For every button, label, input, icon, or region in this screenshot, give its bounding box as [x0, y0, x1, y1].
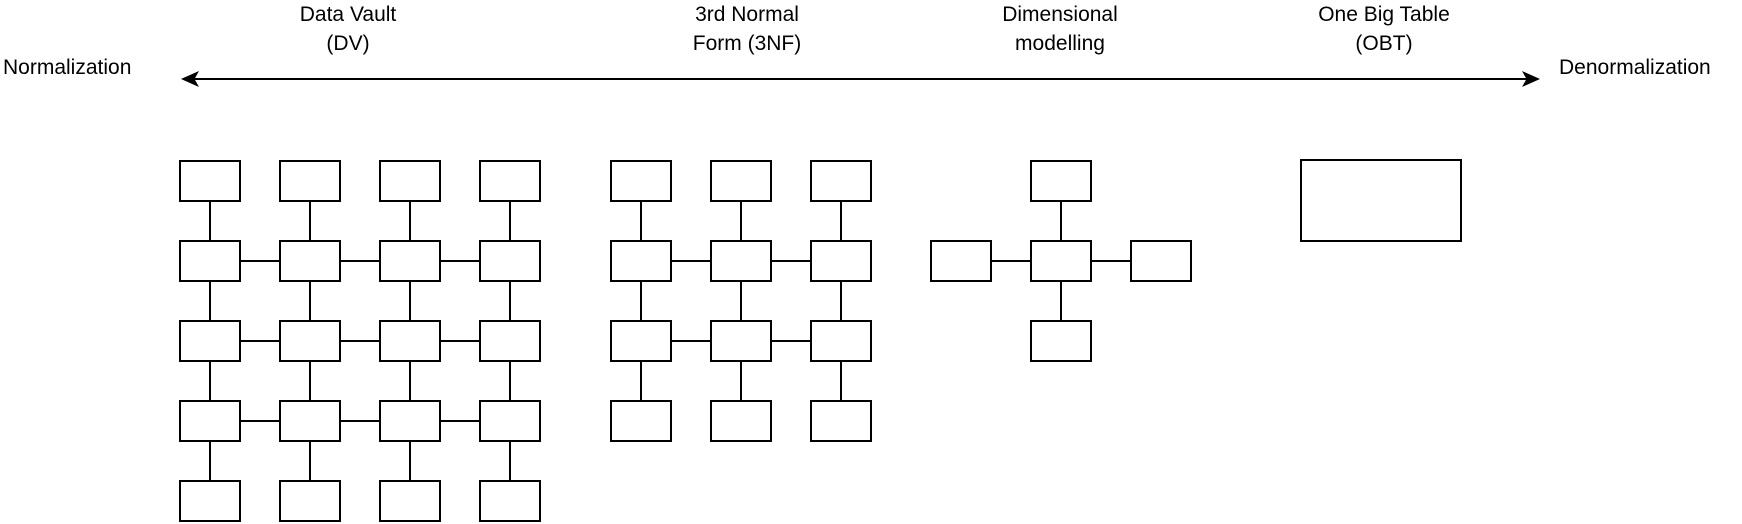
- dimensional-modelling-label-line2: modelling: [1015, 32, 1105, 55]
- third-normal-form-table: [810, 320, 872, 362]
- data-vault-table: [479, 160, 541, 202]
- dimensional-modelling-dimension-table: [930, 240, 992, 282]
- dimensional-modelling-dimension-table: [1030, 320, 1092, 362]
- third-normal-form-table: [610, 320, 672, 362]
- data-vault-table: [179, 400, 241, 442]
- dimensional-modelling-dimension-table: [1130, 240, 1192, 282]
- data-vault-table: [179, 320, 241, 362]
- dimensional-modelling-label-line1: Dimensional: [1002, 3, 1118, 26]
- third-normal-form-table: [710, 400, 772, 442]
- arrowhead-right-icon: [1522, 71, 1540, 87]
- data-vault-label-line1: Data Vault: [300, 3, 397, 26]
- normalization-label: Normalization: [3, 56, 131, 79]
- third-normal-form-label-line2: Form (3NF): [693, 32, 802, 55]
- data-vault-table: [379, 160, 441, 202]
- data-vault-table: [279, 480, 341, 522]
- third-normal-form-table: [610, 160, 672, 202]
- data-vault-table: [279, 320, 341, 362]
- diagram-shapes: [179, 159, 1462, 522]
- approach-labels: Data Vault (DV) 3rd Normal Form (3NF) Di…: [300, 3, 1450, 55]
- one-big-table-label-line1: One Big Table: [1318, 3, 1450, 26]
- third-normal-form-table: [810, 240, 872, 282]
- third-normal-form-label-line1: 3rd Normal: [695, 3, 799, 26]
- data-vault-table: [179, 480, 241, 522]
- one-big-table-label-line2: (OBT): [1355, 32, 1412, 55]
- data-vault-table: [179, 160, 241, 202]
- dimensional-modelling-fact-table: [1030, 240, 1092, 282]
- data-vault-table: [479, 240, 541, 282]
- data-vault-table: [279, 240, 341, 282]
- third-normal-form-table: [710, 240, 772, 282]
- data-vault-table: [479, 320, 541, 362]
- axis-arrow: [181, 71, 1540, 87]
- data-vault-table: [379, 400, 441, 442]
- data-vault-table: [479, 480, 541, 522]
- data-vault-label-line2: (DV): [326, 32, 369, 55]
- data-vault-table: [279, 400, 341, 442]
- arrowhead-left-icon: [181, 71, 199, 87]
- data-vault-table: [379, 480, 441, 522]
- third-normal-form-table: [810, 400, 872, 442]
- data-vault-table: [279, 160, 341, 202]
- data-vault-table: [479, 400, 541, 442]
- dimensional-modelling-dimension-table: [1030, 160, 1092, 202]
- third-normal-form-table: [810, 160, 872, 202]
- data-vault-table: [179, 240, 241, 282]
- one-big-table-table: [1300, 159, 1462, 242]
- third-normal-form-table: [610, 400, 672, 442]
- third-normal-form-table: [610, 240, 672, 282]
- data-vault-table: [379, 240, 441, 282]
- data-vault-table: [379, 320, 441, 362]
- third-normal-form-table: [710, 160, 772, 202]
- denormalization-label: Denormalization: [1559, 56, 1711, 79]
- third-normal-form-table: [710, 320, 772, 362]
